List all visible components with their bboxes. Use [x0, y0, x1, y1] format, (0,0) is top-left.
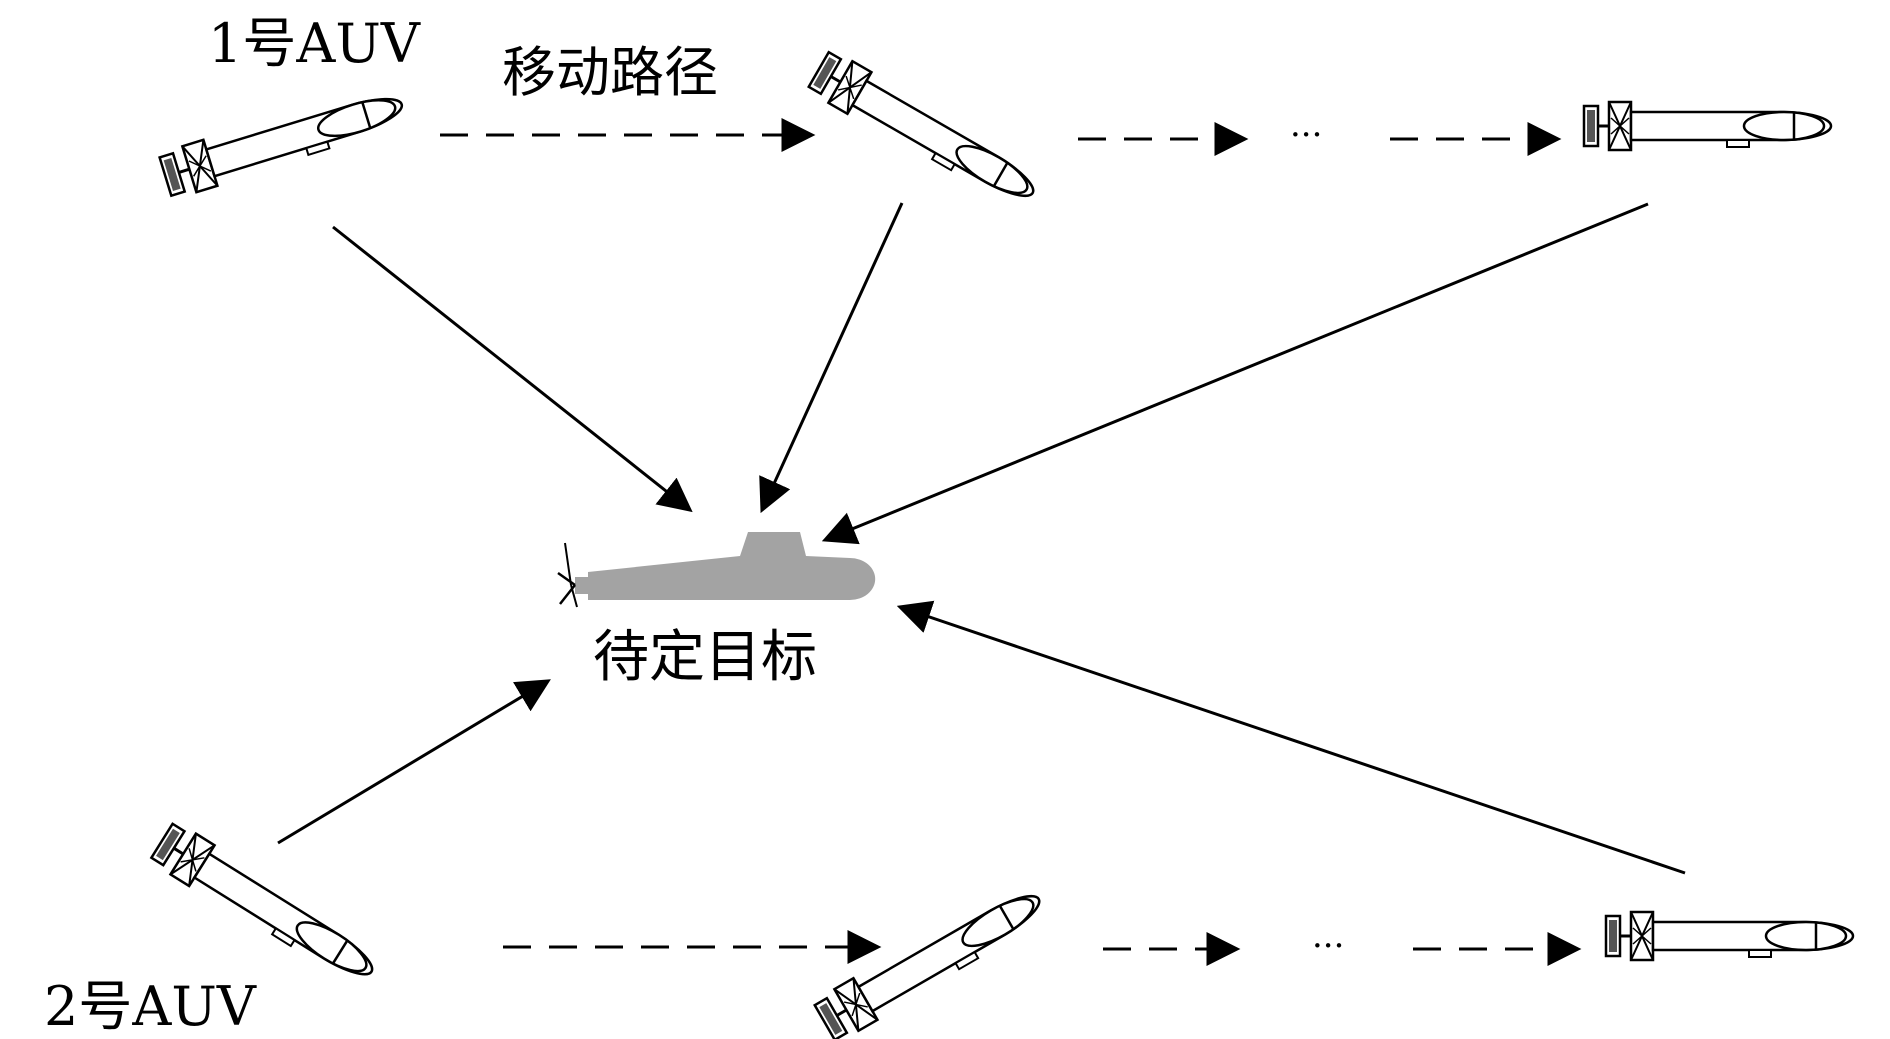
- arrow-auv1-mid-to-target: [759, 202, 904, 514]
- arrow-auv1-end-to-target: [821, 202, 1649, 545]
- ellipsis-bottom: ···: [1312, 926, 1344, 966]
- auv1-end-icon: [1582, 100, 1833, 152]
- ellipsis-top: ···: [1290, 115, 1322, 155]
- auv2-label: 2号AUV: [44, 975, 257, 1038]
- submarine-icon: [557, 532, 876, 608]
- movement-paths: [440, 118, 1582, 966]
- arrows-to-target: [277, 202, 1686, 875]
- arrow-auv1-start-to-target: [332, 225, 693, 513]
- auv1-mid-icon: [805, 47, 1047, 216]
- auv2-end-icon: [1604, 910, 1855, 962]
- auv1-label: 1号AUV: [208, 12, 421, 75]
- auv2-mid-icon: [811, 876, 1053, 1039]
- path-label: 移动路径: [502, 41, 718, 104]
- auv1-start-icon: [156, 79, 411, 201]
- arrow-auv2-start-to-target: [277, 679, 551, 845]
- target-label: 待定目标: [593, 625, 817, 690]
- arrow-auv2-end-to-target: [896, 600, 1686, 875]
- auv2-start-icon: [147, 818, 386, 994]
